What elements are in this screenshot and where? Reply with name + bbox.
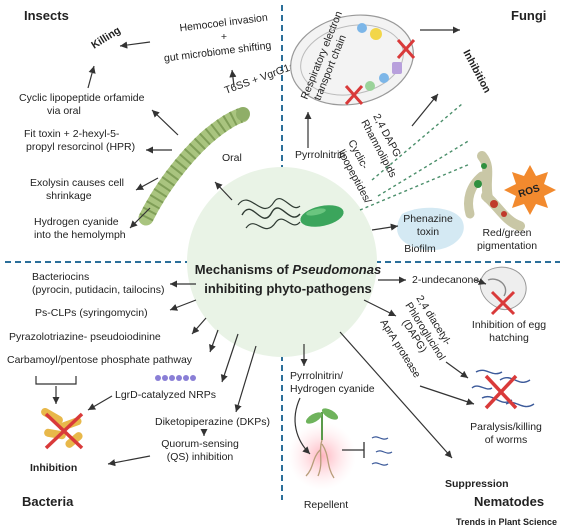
arrow-oral-orfamide bbox=[151, 109, 179, 136]
hcn-line1: Hydrogen cyanide bbox=[34, 216, 119, 228]
arrow-t6ss-hemocoel bbox=[229, 69, 237, 87]
pyrrolnitrin-fungi: Pyrrolnitrin bbox=[295, 149, 345, 161]
pyrazolo-label: Pyrazolotriazine- pseudoiodinine bbox=[9, 331, 161, 343]
inhibit-root-worms bbox=[342, 442, 365, 458]
phenazine-line2: toxin bbox=[417, 226, 439, 238]
gut-microbiome: gut microbiome shifting bbox=[163, 39, 272, 64]
pseudomonas-icon bbox=[237, 198, 344, 230]
connector-fungi-3 bbox=[359, 163, 471, 211]
arrow-hemocoel-killing bbox=[119, 41, 151, 49]
center-title-line2: inhibiting phyto-pathogens bbox=[204, 281, 372, 296]
arrow-center-pyrazolo bbox=[191, 317, 207, 335]
caterpillar-icon bbox=[138, 107, 250, 226]
bracket bbox=[35, 376, 77, 385]
arrow-bacterium-caterpillar bbox=[214, 181, 233, 201]
carbamoyl-label: Carbamoyl/pentose phosphate pathway bbox=[7, 354, 193, 366]
suppression-label: Suppression bbox=[445, 478, 509, 490]
arrow-center-lgrd bbox=[220, 333, 239, 383]
hcn-line2: into the hemolymph bbox=[34, 229, 126, 241]
arrow-dapg-worms bbox=[445, 361, 469, 379]
bacteriocins-line1: Bacteriocins bbox=[32, 271, 89, 283]
nematode-egg-icon bbox=[479, 266, 527, 310]
repellent-label: Repellent bbox=[304, 499, 348, 511]
biofilm-icon bbox=[397, 207, 464, 251]
arrow-center-dkp bbox=[234, 345, 257, 413]
respiratory-chain-x-icon bbox=[344, 39, 416, 105]
orfamide-line1: Cyclic lipopeptide orfamide bbox=[19, 92, 145, 104]
qs-line2: (QS) inhibition bbox=[167, 451, 234, 463]
ros-burst-icon: ROS bbox=[504, 165, 556, 215]
bacteria-x-icon bbox=[44, 412, 84, 450]
exolysin-line1: Exolysin causes cell bbox=[30, 177, 124, 189]
phenazine-line1: Phenazine bbox=[403, 213, 453, 225]
bacteria-title: Bacteria bbox=[22, 494, 74, 509]
biofilm-label: Biofilm bbox=[404, 243, 436, 255]
orfamide-line2: via oral bbox=[47, 105, 81, 117]
fit-toxin-line2: propyl resorcinol (HPR) bbox=[26, 141, 135, 153]
arrow-undecanone-egg bbox=[474, 278, 487, 285]
hemocoel-plus: + bbox=[221, 31, 227, 43]
pigment-line1: Red/green bbox=[482, 227, 531, 239]
small-worms-icon bbox=[371, 436, 393, 466]
pyrrolnitrin-nem-line1: Pyrrolnitrin/ bbox=[290, 370, 343, 382]
oral-label: Oral bbox=[222, 152, 242, 164]
worms-x-icon bbox=[484, 374, 518, 410]
journal-footer: Trends in Plant Science bbox=[456, 517, 557, 527]
arrow-pyrrolnitrin-root bbox=[294, 397, 311, 455]
nrp-chain-icon bbox=[155, 375, 196, 381]
center-title-line1: Mechanisms of Pseudomonas bbox=[195, 262, 381, 277]
fungi-inhibition: Inhibition bbox=[460, 48, 493, 95]
mitochondrion-icon bbox=[290, 14, 414, 106]
bacteria-inhibition: Inhibition bbox=[30, 462, 77, 474]
egg-line1: Inhibition of egg bbox=[472, 319, 546, 331]
insects-title: Insects bbox=[24, 8, 69, 23]
arrow-center-suppression bbox=[339, 331, 453, 459]
arrow-center-phenazine bbox=[371, 223, 399, 231]
pigment-line2: pigmentation bbox=[477, 240, 537, 252]
paralysis-line2: of worms bbox=[485, 434, 528, 446]
t6ss-label: T6SS + VgrG1a bbox=[223, 60, 297, 97]
connector-fungi-1 bbox=[371, 103, 463, 181]
bacteriocins-line2: (pyrocin, putidacin, tailocins) bbox=[32, 284, 164, 296]
arrow-caterpillar-exolysin bbox=[135, 177, 159, 191]
egg-line2: hatching bbox=[489, 332, 529, 344]
arrow-apra-worms bbox=[419, 385, 475, 406]
fungal-hyphae-icon bbox=[464, 151, 525, 231]
arrow-center-carbamoyl bbox=[209, 329, 219, 353]
dkp-label: Diketopiperazine (DKPs) bbox=[155, 416, 270, 428]
arrow-orfamide-killing bbox=[87, 65, 96, 89]
psclps-label: Ps-CLPs (syringomycin) bbox=[35, 307, 148, 319]
lgrd-label: LgrD-catalyzed NRPs bbox=[115, 389, 216, 401]
paralysis-line1: Paralysis/killing bbox=[470, 421, 542, 433]
nematodes-title: Nematodes bbox=[474, 494, 544, 509]
arrow-center-psclps bbox=[169, 299, 197, 311]
root-glow bbox=[288, 422, 356, 490]
fungi-title: Fungi bbox=[511, 8, 546, 23]
plant-icon bbox=[305, 408, 339, 479]
undecanone-label: 2-undecanone bbox=[412, 274, 479, 286]
qs-line1: Quorum-sensing bbox=[161, 438, 239, 450]
arrow-qs-inhibition bbox=[107, 455, 151, 467]
exolysin-line2: shrinkage bbox=[46, 190, 92, 202]
arrow-to-inhibition bbox=[411, 93, 439, 127]
arrow-lgrd-bacteria bbox=[87, 395, 113, 411]
egg-x-icon bbox=[490, 290, 516, 316]
pyrrolnitrin-nem-line2: Hydrogen cyanide bbox=[290, 383, 375, 395]
arrow-caterpillar-hcn bbox=[129, 207, 151, 229]
insects-killing: Killing bbox=[89, 24, 123, 51]
arrow-center-dapg bbox=[363, 299, 397, 317]
fit-toxin-line1: Fit toxin + 2-hexyl-5- bbox=[24, 128, 120, 140]
